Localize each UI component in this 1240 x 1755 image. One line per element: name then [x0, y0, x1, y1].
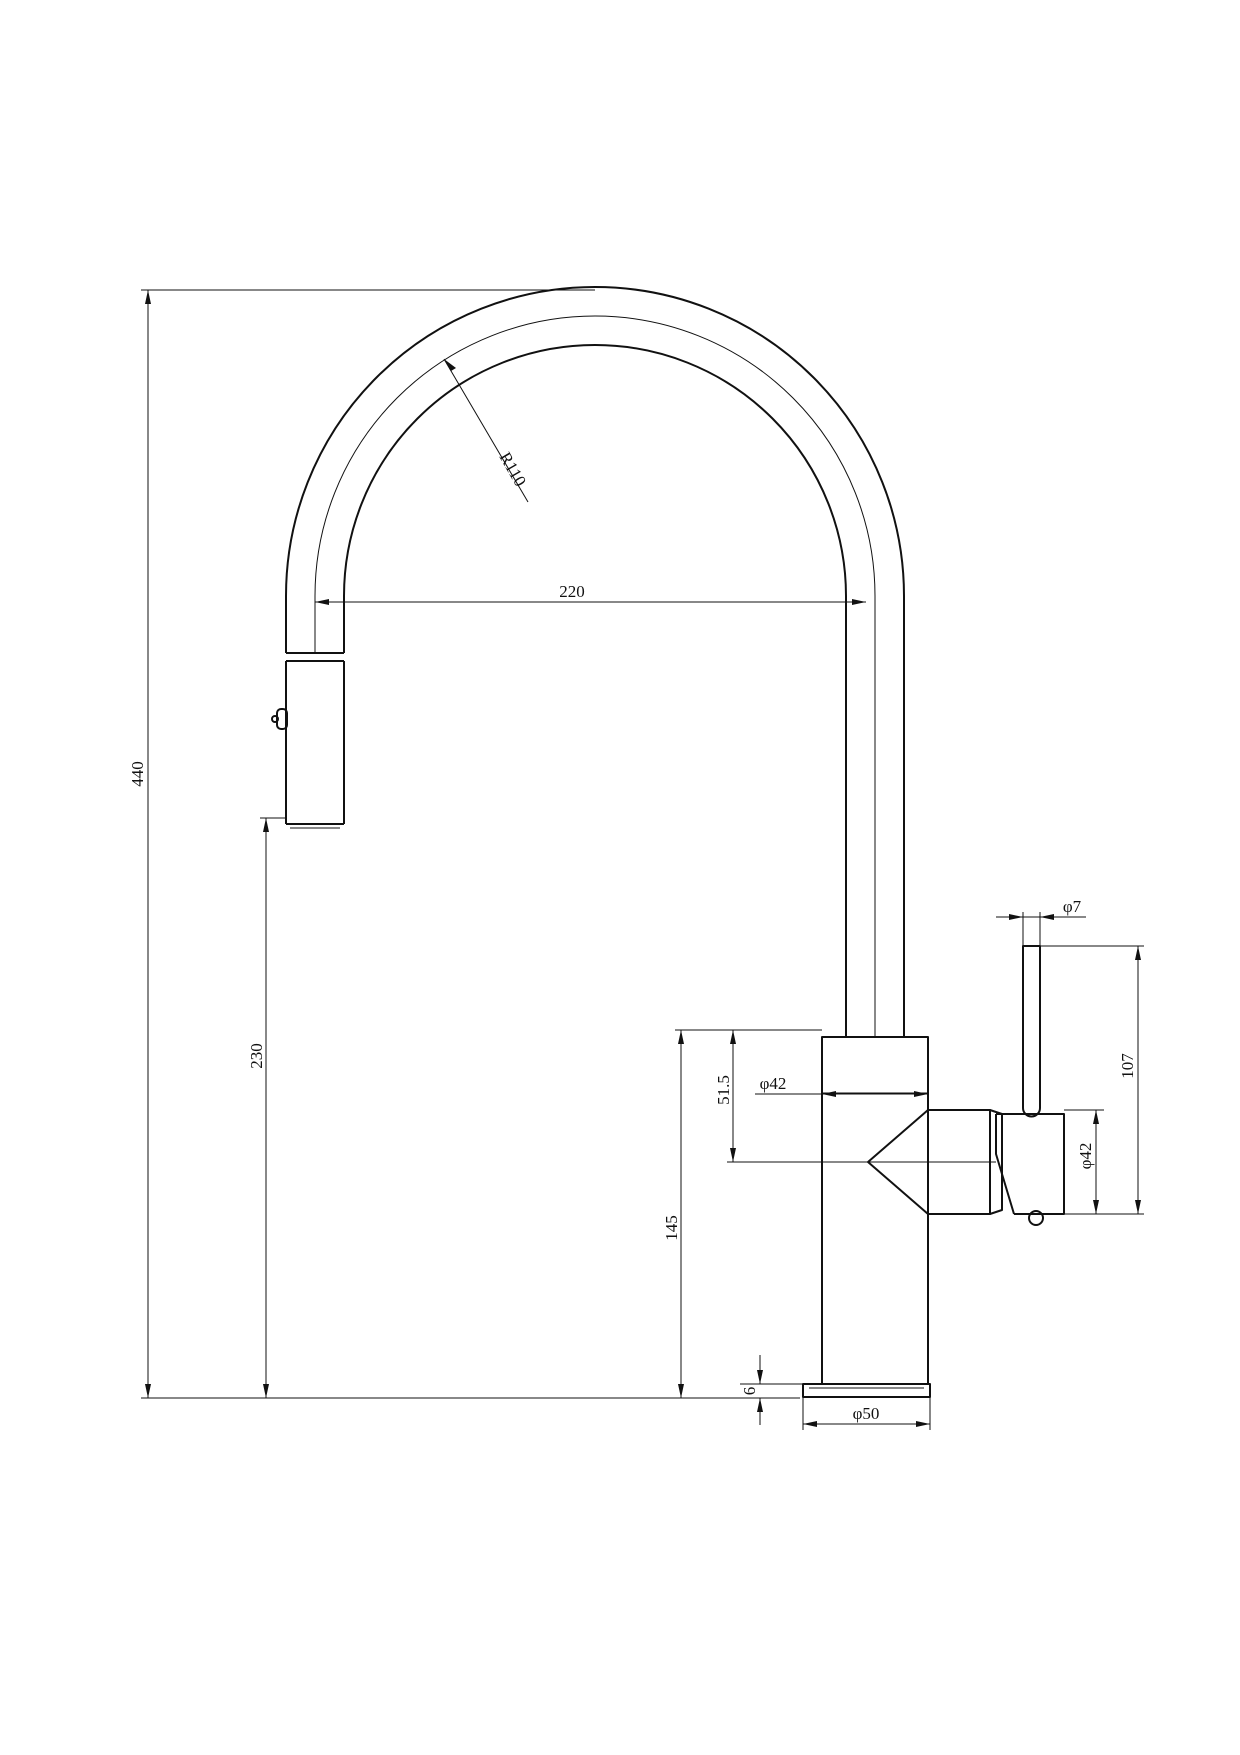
dimension-lines: [141, 289, 1144, 1430]
spray-head: [271, 652, 345, 829]
spout-centerline: [314, 315, 876, 1037]
dim-body-upper-section-label: 51.5: [714, 1075, 733, 1105]
dim-base-diameter-label: φ50: [853, 1404, 880, 1423]
dim-body-height-label: 145: [662, 1215, 681, 1241]
spout-outer-arc: [285, 286, 905, 1037]
dimension-labels: R110 220 440 230 145 51.5 φ42 φ42 φ7 107…: [128, 449, 1137, 1423]
dim-spout-reach-label: 220: [559, 582, 585, 601]
dim-outlet-height-label: 230: [247, 1043, 266, 1069]
faucet-body: [821, 1036, 929, 1385]
spout-inner-arc: [343, 344, 847, 1037]
base-plate: [802, 1383, 931, 1398]
dim-handle-diameter-label: φ42: [1076, 1143, 1095, 1170]
dim-total-height-label: 440: [128, 761, 147, 787]
dim-body-diameter-label: φ42: [760, 1074, 787, 1093]
dim-lever-height-label: 107: [1118, 1053, 1137, 1079]
handle-housing: [867, 1109, 1065, 1226]
dim-radius-label: R110: [495, 449, 530, 490]
handle-lever: [1022, 945, 1041, 1118]
dim-base-thickness-label: 6: [740, 1387, 759, 1396]
dim-lever-diameter-label: φ7: [1063, 897, 1082, 916]
